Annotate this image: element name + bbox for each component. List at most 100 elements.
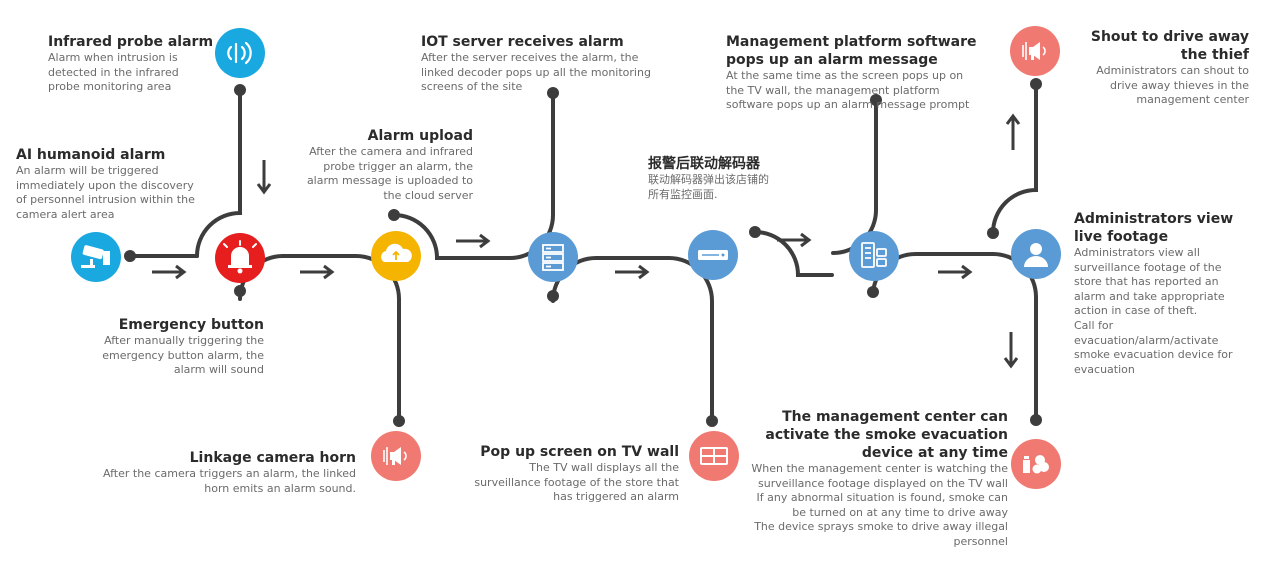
- decoder-title: 报警后联动解码器: [648, 156, 760, 172]
- connector-admin-up: [991, 82, 1038, 235]
- arrow-down-2: [1003, 332, 1019, 369]
- cctv-camera-icon: [81, 245, 110, 268]
- admin-desc-line: smoke evacuation device for: [1074, 348, 1233, 362]
- infrared-desc-line: probe monitoring area: [48, 80, 172, 94]
- smoke-desc-line: The device sprays smoke to drive away il…: [754, 520, 1008, 534]
- platform-desc-line: the TV wall, the management platform: [726, 83, 940, 97]
- tvwall-desc-line: surveillance footage of the store that: [474, 475, 679, 489]
- smoke-desc-line: If any abnormal situation is found, smok…: [756, 491, 1008, 505]
- tvwall-desc-line: The TV wall displays all the: [529, 461, 679, 474]
- upload-desc-line: probe trigger an alarm, the: [323, 159, 473, 173]
- platform-software-icon: [861, 242, 887, 268]
- admin-desc-line: action in case of theft.: [1074, 304, 1198, 318]
- horn-desc-line: After the camera triggers an alarm, the …: [102, 467, 356, 480]
- infrared-desc-line: detected in the infrared: [48, 65, 179, 79]
- admin-desc-line: store that has reported an: [1074, 275, 1219, 289]
- emergency-node: [215, 233, 265, 283]
- server-node: [528, 232, 578, 282]
- smoke-desc-line: surveillance footage displayed on the TV…: [758, 476, 1008, 490]
- dot-infrared: [234, 84, 246, 96]
- iot-desc-line: After the server receives the alarm, the: [421, 51, 639, 64]
- tv-wall-icon: [700, 447, 728, 465]
- tv-wall-title: Pop up screen on TV wall: [480, 444, 679, 460]
- decoder-desc-line: 所有监控画面.: [648, 187, 718, 201]
- ai-desc-line: of personnel intrusion within the: [16, 193, 195, 207]
- dot-ai: [124, 250, 136, 262]
- iot-server-block: IOT server receives alarm After the serv…: [421, 33, 651, 95]
- platform-desc-line: At the same time as the screen pops up o…: [726, 69, 964, 82]
- admin-desc-line: evacuation: [1074, 362, 1135, 376]
- tvwall-desc-line: has triggered an alarm: [553, 490, 679, 504]
- decoder-desc-line: 联动解码器弹出该店铺的: [648, 173, 769, 186]
- smoke-title-line: device at any time: [861, 445, 1008, 461]
- upload-node: [371, 231, 421, 281]
- dot-horn: [393, 415, 405, 427]
- decoder-block: 报警后联动解码器 联动解码器弹出该店铺的 所有监控画面.: [648, 155, 769, 202]
- shout-desc-line: Administrators can shout to: [1096, 64, 1249, 77]
- iot-desc-line: screens of the site: [421, 80, 523, 94]
- platform-desc-line: software pops up an alarm message prompt: [726, 98, 970, 112]
- shout-node: [1010, 26, 1060, 76]
- dot-platform: [870, 94, 882, 106]
- infrared-desc-line: Alarm when intrusion is: [48, 51, 178, 64]
- cloud-upload-icon: [381, 243, 412, 262]
- admin-node: [1011, 229, 1061, 279]
- decoder-box-icon: [698, 250, 728, 260]
- horn-desc-line: horn emits an alarm sound.: [204, 481, 356, 495]
- tv-wall-block: Pop up screen on TV wall The TV wall dis…: [474, 443, 679, 505]
- smoke-node: [1011, 439, 1061, 489]
- iot-desc-line: linked decoder pops up all the monitorin…: [421, 65, 651, 79]
- alarm-upload-block: Alarm upload After the camera and infrar…: [307, 127, 473, 203]
- platform-title-line: pops up an alarm message: [726, 52, 938, 68]
- dot-admin: [987, 227, 999, 239]
- dot-emergency: [234, 285, 246, 297]
- tvwall-node: [689, 431, 739, 481]
- dot-upload: [388, 209, 400, 221]
- connector-main-2: [551, 256, 714, 423]
- arrow-right-4: [615, 264, 650, 280]
- shout-title-line: Shout to drive away: [1090, 29, 1249, 45]
- ai-humanoid-alarm-title: AI humanoid alarm: [16, 147, 166, 163]
- smoke-evacuation-block: The management center can activate the s…: [751, 408, 1008, 550]
- dot-tvwall-2: [706, 415, 718, 427]
- emergency-button-block: Emergency button After manually triggeri…: [102, 316, 264, 378]
- upload-desc-line: alarm message is uploaded to: [306, 174, 473, 188]
- smoke-desc-line: be turned on at any time to drive away: [792, 505, 1008, 519]
- admin-desc-line: Call for: [1074, 318, 1114, 332]
- infrared-probe-alarm-title: Infrared probe alarm: [48, 34, 214, 50]
- ai-camera-node: [71, 232, 121, 282]
- smoke-desc-line: personnel: [953, 534, 1008, 548]
- alarm-bell-icon: [223, 240, 257, 274]
- ai-humanoid-alarm-block: AI humanoid alarm An alarm will be trigg…: [16, 146, 195, 222]
- dot-platform-2: [867, 286, 879, 298]
- platform-title-line: Management platform software: [726, 34, 977, 50]
- admin-desc-line: evacuation/alarm/activate: [1074, 333, 1219, 347]
- dot-smoke: [1030, 414, 1042, 426]
- shout-desc-line: drive away thieves in the: [1109, 78, 1249, 92]
- connector-platform: [831, 98, 878, 255]
- connector-admin-down: [991, 252, 1038, 422]
- wifi-signal-icon: [227, 41, 252, 65]
- linkage-camera-horn-block: Linkage camera horn After the camera tri…: [103, 449, 356, 496]
- dot-decoder: [749, 226, 761, 238]
- admin-title-line: Administrators view: [1074, 211, 1234, 227]
- infrared-probe-node: [215, 28, 265, 78]
- admin-desc-line: Administrators view all: [1074, 246, 1200, 259]
- smoke-desc-line: When the management center is watching t…: [751, 462, 1008, 475]
- emergency-desc-line: alarm will sound: [173, 363, 264, 377]
- connector-dots: [124, 78, 1042, 427]
- ai-desc-line: An alarm will be triggered: [16, 164, 159, 177]
- ai-desc-line: camera alert area: [16, 207, 115, 221]
- upload-desc-line: After the camera and infrared: [309, 145, 473, 158]
- platform-software-block: Management platform software pops up an …: [726, 33, 976, 113]
- connector-upload: [392, 213, 512, 260]
- dot-tvwall: [547, 290, 559, 302]
- smoke-device-icon: [1023, 455, 1049, 474]
- emergency-button-title: Emergency button: [118, 317, 264, 333]
- arrow-right-6: [938, 264, 973, 280]
- arrow-up-1: [1005, 113, 1021, 150]
- smoke-title-line: The management center can: [782, 409, 1008, 425]
- decoder-node: [688, 230, 738, 280]
- arrow-right-3: [456, 233, 491, 249]
